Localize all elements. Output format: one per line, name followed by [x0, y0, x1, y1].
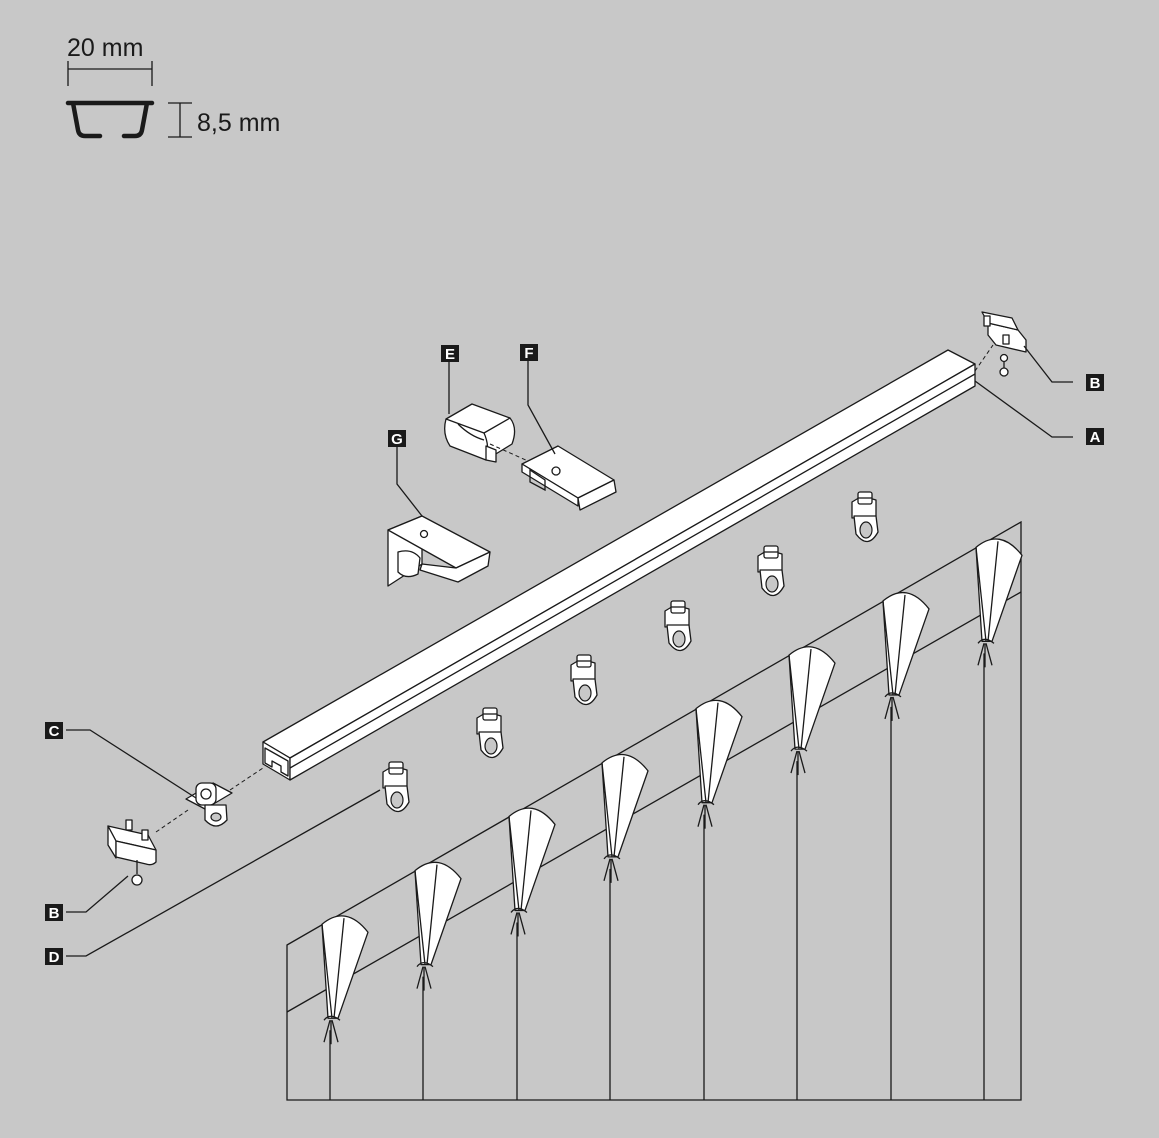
pleat — [601, 753, 649, 1100]
callout-f: F — [520, 344, 538, 362]
cover-cap — [444, 403, 549, 471]
end-cap-left — [107, 809, 189, 886]
svg-text:F: F — [524, 345, 533, 362]
pleat — [321, 915, 369, 1100]
gliders — [382, 491, 879, 813]
callout-b-left: B — [45, 904, 63, 922]
svg-text:B: B — [49, 905, 60, 922]
svg-text:A: A — [1090, 429, 1101, 446]
profile-height-label: 8,5 mm — [197, 109, 280, 137]
callout-b-right: B — [1086, 374, 1104, 392]
glider — [476, 707, 504, 759]
end-cap-right — [974, 311, 1027, 377]
svg-text:C: C — [49, 723, 60, 740]
glider — [757, 545, 785, 597]
pleat — [882, 592, 930, 1100]
glider — [382, 761, 410, 813]
pleat — [695, 699, 743, 1100]
callout-c: C — [45, 722, 63, 740]
pleat — [508, 807, 556, 1100]
pleat — [788, 646, 836, 1100]
svg-text:D: D — [49, 949, 60, 966]
rail — [262, 349, 976, 781]
curtain-pleats — [321, 538, 1023, 1100]
leader-lines — [66, 345, 1073, 957]
profile-width-label: 20 mm — [67, 34, 143, 62]
stopper — [185, 767, 264, 827]
svg-text:G: G — [391, 431, 403, 448]
callout-g: G — [388, 430, 406, 448]
wall-bracket — [387, 515, 491, 587]
curtain-panel — [286, 520, 1023, 1101]
glider — [664, 600, 692, 652]
pleat — [975, 538, 1023, 1100]
mounting-clip — [521, 445, 617, 511]
rail-profile-section — [65, 100, 155, 139]
callout-d: D — [45, 948, 63, 966]
profile-dimensions: 20 mm 8,5 mm — [65, 34, 280, 139]
svg-text:E: E — [445, 346, 455, 363]
pleat — [414, 861, 462, 1100]
callout-labels: E F G B A C B D — [45, 344, 1104, 966]
callout-a: A — [1086, 428, 1104, 446]
svg-text:B: B — [1090, 375, 1101, 392]
glider — [851, 491, 879, 543]
glider — [570, 654, 598, 706]
callout-e: E — [441, 345, 459, 363]
